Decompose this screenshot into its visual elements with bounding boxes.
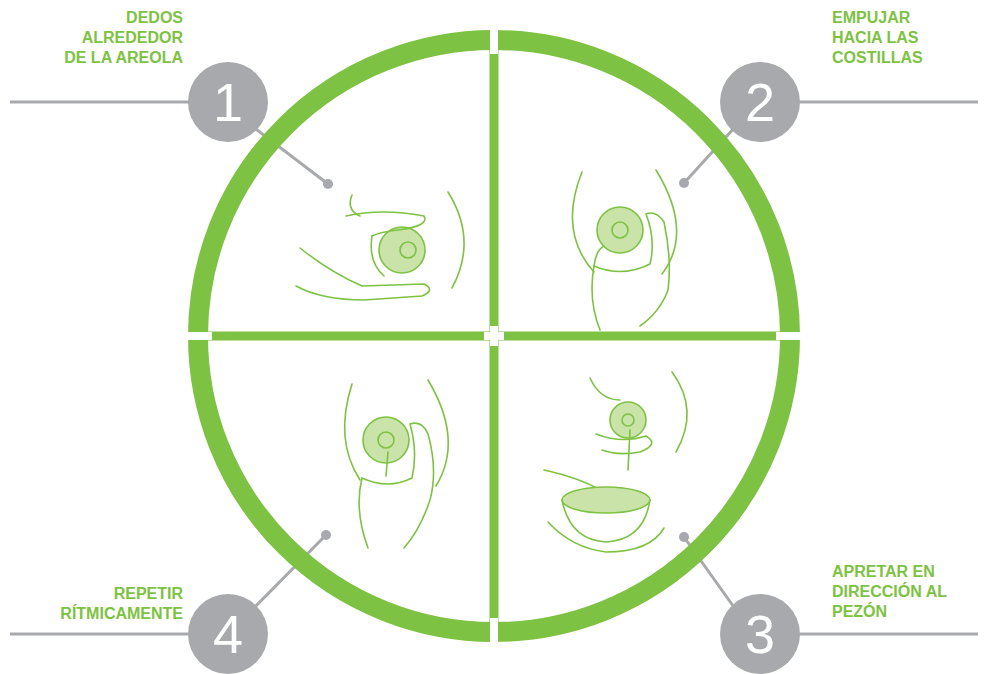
step-label: APRETAR EN DIRECCIÓN AL PEZÓN bbox=[832, 562, 957, 622]
breast-illustration bbox=[296, 192, 464, 300]
breast-illustration bbox=[572, 170, 676, 330]
callout-circle: 4 bbox=[188, 594, 268, 674]
step-label: REPETIR RÍTMICAMENTE bbox=[38, 584, 183, 624]
callout-number: 2 bbox=[745, 75, 775, 129]
step-label: EMPUJAR HACIA LAS COSTILLAS bbox=[832, 8, 957, 68]
step-label: DEDOS ALREDEDOR DE LA AREOLA bbox=[58, 8, 183, 68]
callout-number: 4 bbox=[213, 607, 243, 661]
breast-illustration bbox=[544, 372, 687, 552]
callout-number: 3 bbox=[745, 607, 775, 661]
callout-circle: 2 bbox=[720, 62, 800, 142]
quadrant-ring bbox=[184, 26, 804, 646]
callout-circle: 1 bbox=[188, 62, 268, 142]
leader-dots bbox=[321, 178, 689, 542]
callout-circle: 3 bbox=[720, 594, 800, 674]
callout-number: 1 bbox=[213, 75, 243, 129]
breast-illustration bbox=[345, 380, 449, 548]
